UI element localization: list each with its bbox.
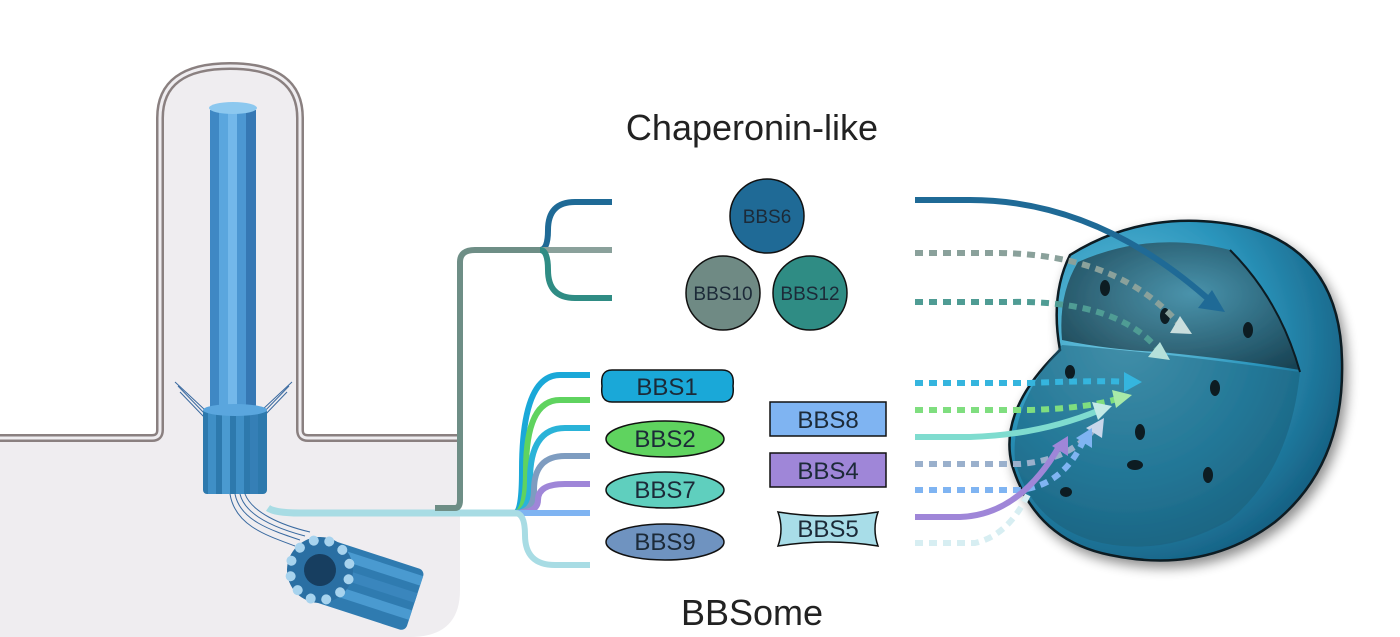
vesicle-rim bbox=[1229, 249, 1301, 373]
chaperonin-title: Chaperonin-like bbox=[626, 107, 878, 148]
arrow-bbs8 bbox=[915, 407, 1102, 440]
arrow-bbs7 bbox=[915, 435, 1088, 493]
trunk-chaperonin bbox=[435, 247, 540, 511]
axoneme-tip bbox=[209, 102, 257, 114]
arrowhead-bbs9 bbox=[1086, 418, 1104, 438]
bbs4-node bbox=[769, 452, 887, 488]
chaperonin-complex: BBS6 BBS10 BBS12 bbox=[685, 178, 848, 331]
microtubule-doublet bbox=[219, 106, 229, 410]
branch-connectors bbox=[265, 199, 612, 568]
axoneme bbox=[209, 102, 257, 410]
vesicle bbox=[1008, 219, 1344, 562]
trunk-bbsome bbox=[265, 504, 520, 517]
arrowhead-bbs1 bbox=[1124, 372, 1142, 392]
bbs9-label: BBS9 bbox=[634, 529, 695, 556]
bbs10-node bbox=[685, 255, 761, 331]
bbs8-node bbox=[769, 401, 887, 437]
bbs7-node bbox=[605, 471, 725, 509]
arrowhead-bbs7 bbox=[1076, 428, 1092, 448]
microtubule-doublet bbox=[210, 110, 220, 410]
arrowhead-bbs6 bbox=[1198, 290, 1225, 312]
arrow-bbs9 bbox=[915, 426, 1098, 467]
microtubule-doublet bbox=[228, 104, 238, 410]
arrow-bbs1 bbox=[915, 378, 1131, 386]
ciliary-membrane-inner bbox=[0, 64, 460, 440]
arrowhead-bbs12 bbox=[1148, 342, 1170, 360]
arrow-bbs2 bbox=[915, 395, 1121, 413]
bbs2-node bbox=[605, 420, 725, 458]
arrowhead-bbs10 bbox=[1170, 316, 1192, 334]
arrowhead-bbs2 bbox=[1112, 390, 1132, 408]
bbs2-label: BBS2 bbox=[634, 426, 695, 453]
vesicle-pores bbox=[1060, 280, 1253, 497]
arrowhead-bbs4 bbox=[1052, 436, 1068, 456]
branch-bbs6 bbox=[539, 199, 612, 253]
daughter-centriole bbox=[285, 535, 424, 630]
bbs10-label: BBS10 bbox=[693, 284, 752, 305]
bbs12-label: BBS12 bbox=[780, 284, 839, 305]
bbs7-label: BBS7 bbox=[634, 477, 695, 504]
vesicle-cut-face-lower bbox=[1014, 345, 1300, 547]
bbs9-node bbox=[605, 523, 725, 561]
cell-illustration bbox=[0, 61, 460, 637]
microtubule-doublet bbox=[237, 106, 247, 410]
bbsome-title: BBSome bbox=[681, 592, 823, 633]
arrow-bbs6 bbox=[915, 197, 1218, 308]
branch-bbs12 bbox=[539, 247, 612, 301]
bbs1-label: BBS1 bbox=[636, 374, 697, 401]
arrow-bbs5 bbox=[915, 488, 1033, 546]
arrow-bbs10 bbox=[915, 250, 1183, 327]
bbsome-complex: BBS1 BBS2 BBS7 BBS9 BBS8 BBS4 BBS5 bbox=[600, 369, 887, 561]
bbs6-label: BBS6 bbox=[743, 207, 792, 228]
bbs6-node bbox=[729, 178, 805, 254]
bbs12-node bbox=[772, 255, 848, 331]
bbs5-label: BBS5 bbox=[797, 516, 858, 543]
bbs1-node bbox=[600, 369, 735, 403]
branch-bbs7 bbox=[514, 510, 590, 568]
arrow-bbs12 bbox=[915, 298, 1163, 354]
vesicle-cut-face bbox=[1061, 242, 1300, 370]
basal-body bbox=[203, 404, 267, 494]
bbs5-node bbox=[776, 511, 880, 547]
arrowhead-bbs8 bbox=[1092, 402, 1112, 420]
microtubule-doublet bbox=[246, 110, 256, 410]
bbs4-label: BBS4 bbox=[797, 458, 858, 485]
recruitment-arrows bbox=[915, 197, 1225, 546]
arrow-bbs4 bbox=[915, 443, 1063, 520]
linker-strands bbox=[229, 493, 311, 547]
transition-fibers bbox=[174, 381, 293, 419]
bbs8-label: BBS8 bbox=[797, 407, 858, 434]
